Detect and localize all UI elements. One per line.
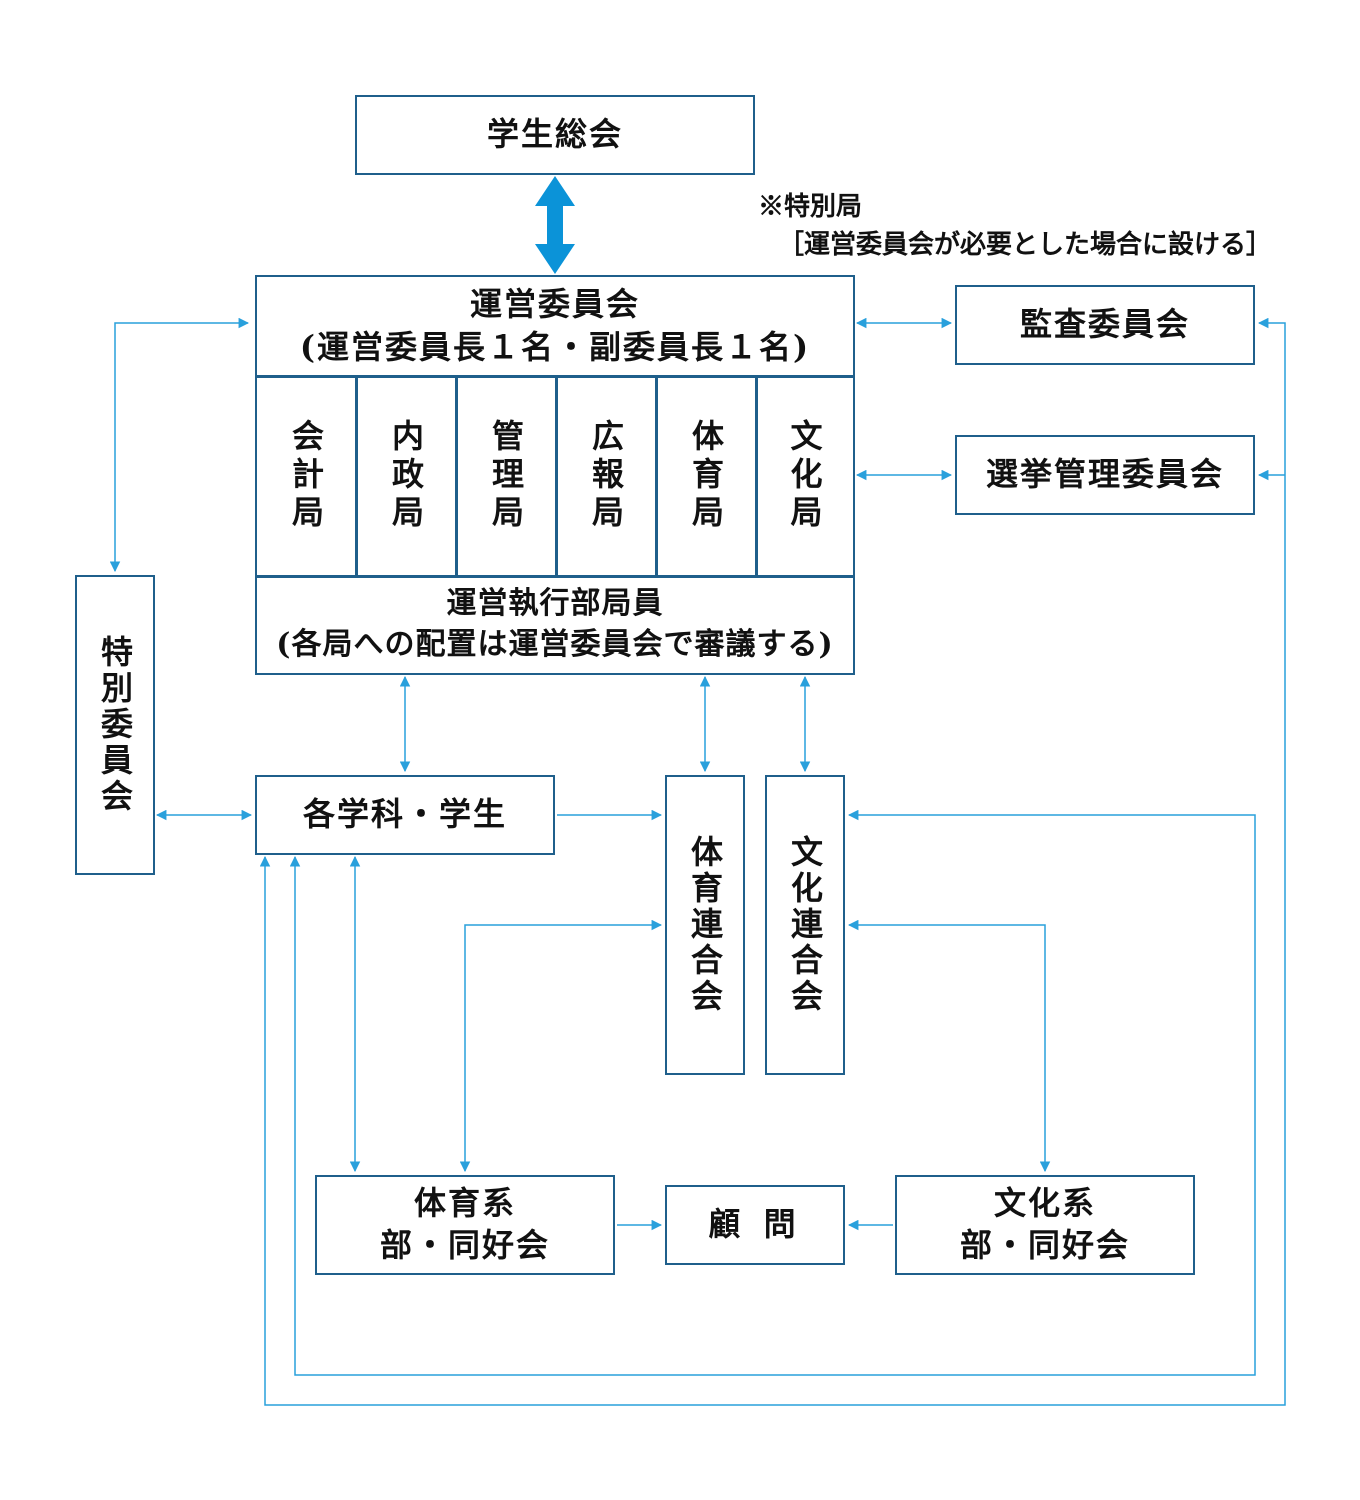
divider: [257, 375, 853, 378]
divider: [755, 377, 758, 575]
special-committee-label: 特別委員会: [96, 635, 134, 815]
special-bureau-note-detail: ［運営委員会が必要とした場合に設ける］: [778, 230, 1273, 260]
sports-clubs-line1: 体育系: [413, 1184, 516, 1223]
executive-staff-subtitle: (各局への配置は運営委員会で審議する): [276, 626, 834, 662]
divider: [257, 575, 853, 578]
bureau-accounting: 会計局: [287, 419, 325, 533]
divider: [555, 377, 558, 575]
bureau-internal-affairs: 内政局: [387, 419, 425, 533]
steering-committee-subtitle: (運営委員長１名・副委員長１名): [299, 328, 811, 366]
culture-clubs-line1: 文化系: [993, 1184, 1096, 1223]
culture-clubs-line2: 部・同好会: [959, 1226, 1130, 1264]
election-committee-box: 選挙管理委員会: [955, 435, 1255, 515]
bureau-management: 管理局: [487, 419, 525, 533]
executive-staff-footer: 運営執行部局員 (各局への配置は運営委員会で審議する): [257, 577, 853, 672]
bureau-sports: 体育局: [687, 419, 725, 533]
divider: [355, 377, 358, 575]
steering-committee-block: 運営委員会 (運営委員長１名・副委員長１名) 会計局 内政局 管理局 広報局 体…: [255, 275, 855, 675]
connector-sports-sportsclubs: [459, 919, 663, 1173]
special-committee-box: 特別委員会: [75, 575, 155, 875]
audit-committee-label: 監査委員会: [1019, 305, 1190, 344]
culture-federation-box: 文化連合会: [765, 775, 845, 1075]
connector-special-committee: [109, 317, 250, 573]
executive-staff-title: 運営執行部局員: [446, 586, 664, 621]
thick-double-arrow: [535, 176, 575, 274]
steering-committee-title: 運営委員会: [469, 284, 640, 323]
steering-committee-header: 運営委員会 (運営委員長１名・副委員長１名): [257, 277, 853, 375]
culture-federation-label: 文化連合会: [786, 835, 824, 1015]
special-bureau-note-title: ※特別局: [758, 192, 863, 222]
connector-culture-cultureclubs: [847, 919, 1051, 1173]
bureau-culture: 文化局: [785, 419, 824, 533]
general-assembly-label: 学生総会: [486, 115, 623, 154]
students-box: 各学科・学生: [255, 775, 555, 855]
audit-committee-box: 監査委員会: [955, 285, 1255, 365]
divider: [655, 377, 658, 575]
advisor-label: 顧 問: [708, 1205, 802, 1244]
bureau-public-relations: 広報局: [587, 419, 625, 533]
election-committee-label: 選挙管理委員会: [985, 455, 1224, 494]
culture-clubs-box: 文化系 部・同好会: [895, 1175, 1195, 1275]
sports-clubs-box: 体育系 部・同好会: [315, 1175, 615, 1275]
sports-clubs-line2: 部・同好会: [379, 1226, 550, 1264]
connector-students-audit-loop: [259, 317, 1286, 1406]
students-label: 各学科・学生: [302, 795, 507, 834]
divider: [455, 377, 458, 575]
sports-federation-box: 体育連合会: [665, 775, 745, 1075]
general-assembly-box: 学生総会: [355, 95, 755, 175]
advisor-box: 顧 問: [665, 1185, 845, 1265]
sports-federation-label: 体育連合会: [686, 835, 724, 1015]
